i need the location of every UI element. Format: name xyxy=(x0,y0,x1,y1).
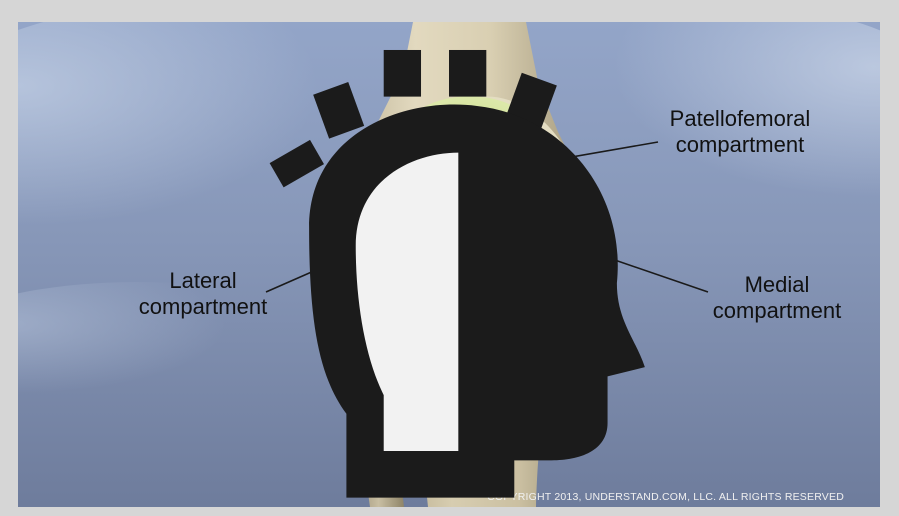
knee-illustration: Patellofemoral compartment Lateral compa… xyxy=(18,22,880,507)
head-gear-logo-icon xyxy=(18,22,880,507)
